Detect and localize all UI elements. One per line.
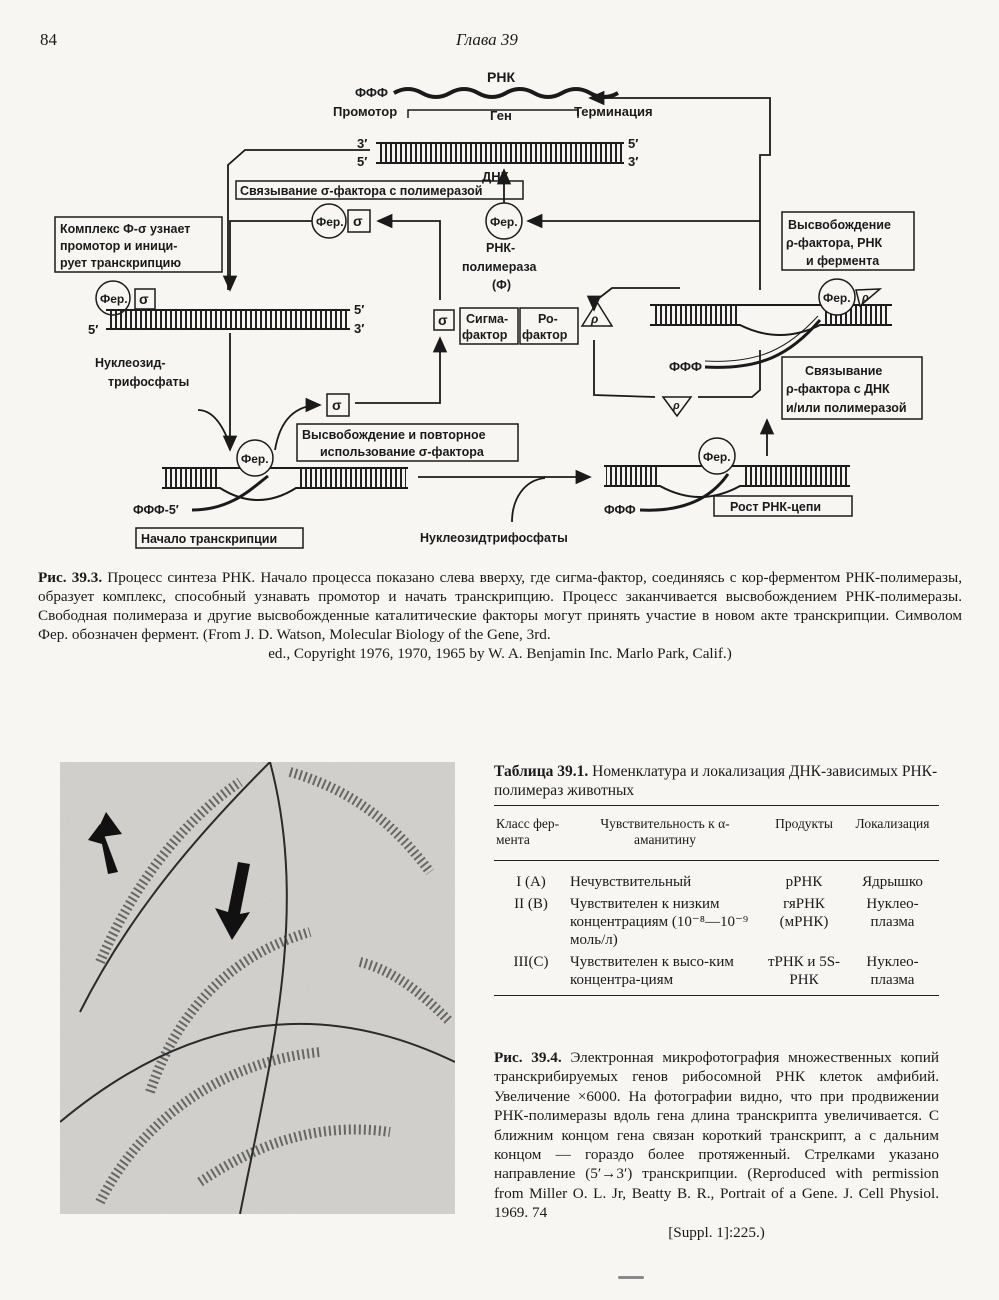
- dna-right-middle: [650, 304, 892, 336]
- rho-binding-line3: и/или полимеразой: [786, 401, 907, 415]
- termination-label: Терминация: [574, 104, 653, 119]
- table-title-label: Таблица 39.1.: [494, 763, 589, 780]
- growth-label: Рост РНК-цепи: [730, 500, 821, 514]
- rnk-pol-line3: (Ф): [492, 278, 511, 292]
- release-top-line3: и фермента: [806, 254, 880, 268]
- complex-line2: промотор и иници-: [60, 239, 177, 253]
- table-39-1-title: Таблица 39.1. Номенклатура и локализация…: [494, 762, 939, 800]
- caption2-body: Электронная микрофотография множественны…: [494, 1049, 939, 1222]
- fer-bottom-left-label: Фер.: [241, 452, 269, 466]
- dna-left-5prime-r: 5′: [354, 302, 364, 317]
- caption2-last: [Suppl. 1]:225.): [668, 1223, 765, 1241]
- complex-line1: Комплекс Ф-σ узнает: [60, 222, 190, 236]
- rnk-pol-line2: полимераза: [462, 260, 537, 274]
- sigma-complex-label: σ: [353, 213, 363, 229]
- col-header-class: Класс фер-мента: [496, 816, 560, 847]
- electron-micrograph: [60, 762, 455, 1214]
- print-smudge: [618, 1276, 644, 1279]
- rnk-label: РНК: [487, 69, 515, 85]
- release-top-line2: ρ-фактора, РНК: [786, 236, 883, 250]
- ntp-bottom-label: Нуклеозидтрифосфаты: [420, 531, 568, 545]
- table-header-row: Класс фер-мента Чувствительность к α-ама…: [494, 805, 939, 861]
- fer-polymerase-label: Фер.: [490, 215, 518, 229]
- table-title-text: Номенклатура и локализация ДНК-зависимых…: [494, 763, 938, 799]
- running-head: Глава 39: [456, 30, 518, 49]
- table-row: II (B)Чувствителен к низким концентрация…: [514, 896, 919, 948]
- rho-binding-line2: ρ-фактора с ДНК: [786, 382, 890, 396]
- rho-right-mid-label: ρ: [861, 292, 869, 304]
- rho-factor-line1: Ро-: [538, 312, 558, 326]
- sigma-left-label: σ: [139, 291, 149, 307]
- sigma-binding-box: Связывание σ-фактора с полимеразой: [240, 184, 482, 198]
- rho-center-label: ρ: [590, 312, 598, 326]
- page-number: 84: [40, 30, 57, 49]
- sigma-factor-line1: Сигма-: [466, 312, 508, 326]
- start-label: Начало транскрипции: [141, 532, 277, 546]
- dna-bottom-right: [604, 465, 850, 498]
- fff-top-label: ФФФ: [355, 85, 388, 100]
- gene-bracket: [407, 109, 579, 118]
- ntp-left-line1: Нуклеозид-: [95, 356, 166, 370]
- gene-label: Ген: [490, 108, 512, 123]
- arrow-down-icon: [215, 862, 250, 940]
- rho-binding-line1: Связывание: [805, 364, 882, 378]
- dna-top-3prime: 3′: [357, 136, 367, 151]
- rho-factor-line2: фактор: [522, 328, 568, 342]
- col-header-products: Продукты: [775, 816, 833, 831]
- release-sigma-line2: использование σ-фактора: [320, 445, 485, 459]
- dna-top-5prime: 5′: [357, 154, 367, 169]
- dna-bottom-left: [162, 467, 408, 501]
- col-header-localization: Локализация: [855, 816, 930, 831]
- fer-complex-label: Фер.: [316, 215, 344, 229]
- dna-top: [376, 142, 624, 164]
- rho-lower-label: ρ: [672, 400, 680, 412]
- sigma-factor-line2: фактор: [462, 328, 508, 342]
- col-header-sensitivity: Чувствительность к α-аманитину: [600, 816, 730, 847]
- dna-top-5prime-r: 5′: [628, 136, 638, 151]
- fer-right-mid-label: Фер.: [823, 291, 851, 305]
- release-sigma-line1: Высвобождение и повторное: [302, 428, 486, 442]
- caption2-label: Рис. 39.4.: [494, 1049, 562, 1066]
- complex-line3: рует транскрипцию: [60, 256, 181, 270]
- sigma-release-label: σ: [332, 397, 342, 413]
- table-row: III(C)Чувствителен к высо-ким концентра-…: [494, 951, 939, 996]
- rna-synthesis-diagram: РНК ФФФ Промотор Ген Терминация 3′ 5′ 5′…: [54, 69, 923, 549]
- release-top-line1: Высвобождение: [788, 218, 891, 232]
- fff-bottom-right-label: ФФФ: [604, 503, 636, 517]
- fff-mid-label: ФФФ: [669, 359, 702, 374]
- ntp-left-line2: трифосфаты: [108, 375, 189, 389]
- promoter-label: Промотор: [333, 104, 397, 119]
- dna-left-3prime-r: 3′: [354, 321, 364, 336]
- rna-right-mid: [704, 319, 822, 369]
- figure-39-4-caption: Рис. 39.4. Электронная микрофотография м…: [494, 1048, 939, 1242]
- caption1-body: Процесс синтеза РНК. Начало процесса пок…: [38, 569, 962, 643]
- fer-bottom-right-label: Фер.: [703, 450, 731, 464]
- rna-top-strand: [393, 87, 619, 99]
- sigma-center-label: σ: [438, 312, 448, 328]
- caption1-last: ed., Copyright 1976, 1970, 1965 by W. A.…: [268, 645, 732, 662]
- dna-top-3prime-r: 3′: [628, 154, 638, 169]
- fff5-label: ФФФ-5′: [133, 503, 179, 517]
- rnk-pol-line1: РНК-: [486, 241, 515, 255]
- figure-39-3-caption: Рис. 39.3. Процесс синтеза РНК. Начало п…: [38, 568, 962, 663]
- caption1-label: Рис. 39.3.: [38, 569, 103, 586]
- table-39-1: Класс фер-мента Чувствительность к α-ама…: [494, 805, 939, 996]
- dna-left: [106, 309, 350, 330]
- dna-left-5prime: 5′: [88, 322, 98, 337]
- fer-left-label: Фер.: [100, 292, 128, 306]
